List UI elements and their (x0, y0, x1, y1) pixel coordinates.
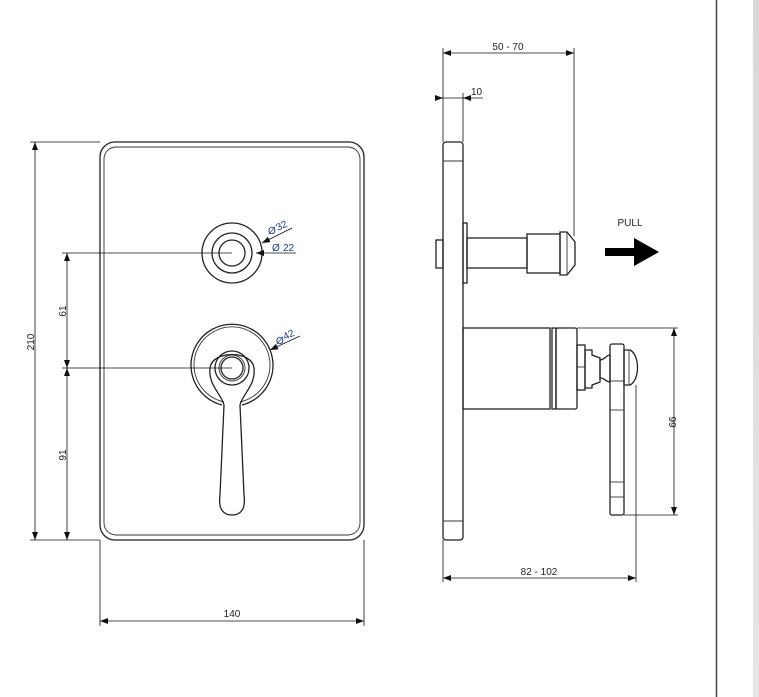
mixer-lever (190, 323, 274, 516)
pull-arrow-icon (605, 238, 659, 266)
dia-symbol: Ø (272, 243, 280, 254)
side-dimensions (435, 48, 678, 582)
dia-42-label: 42 (282, 328, 297, 343)
side-plate (442, 141, 464, 541)
dim-pull-depth: 50 - 70 (492, 42, 524, 53)
dim-height-210: 210 (26, 333, 37, 350)
dim-width-140: 140 (224, 609, 241, 620)
dim-lever-depth: 82 - 102 (521, 567, 558, 578)
mixer-lever-side (462, 327, 639, 516)
dim-lever-height: 99 (666, 416, 677, 428)
dim-plate-thickness: 10 (471, 87, 483, 98)
dia-32-label: 32 (275, 219, 290, 234)
dia-symbol: Ø (268, 226, 276, 237)
scrollbar-edge[interactable] (753, 0, 759, 697)
cover-plate-inner (103, 146, 361, 536)
dim-spacing-61: 61 (58, 305, 69, 317)
cover-plate-outer (99, 141, 365, 541)
front-dimensions (30, 141, 365, 626)
front-view: 210 61 91 140 Ø 32 Ø 22 Ø 42 (26, 141, 365, 626)
dia-22-label: 22 (283, 243, 295, 254)
dia-symbol: Ø (276, 336, 284, 347)
side-view: 50 - 70 10 99 82 - 102 PULL (435, 42, 678, 582)
diverter-pull-side (435, 222, 576, 284)
dim-lower-91: 91 (58, 449, 69, 461)
pull-label: PULL (617, 218, 642, 229)
